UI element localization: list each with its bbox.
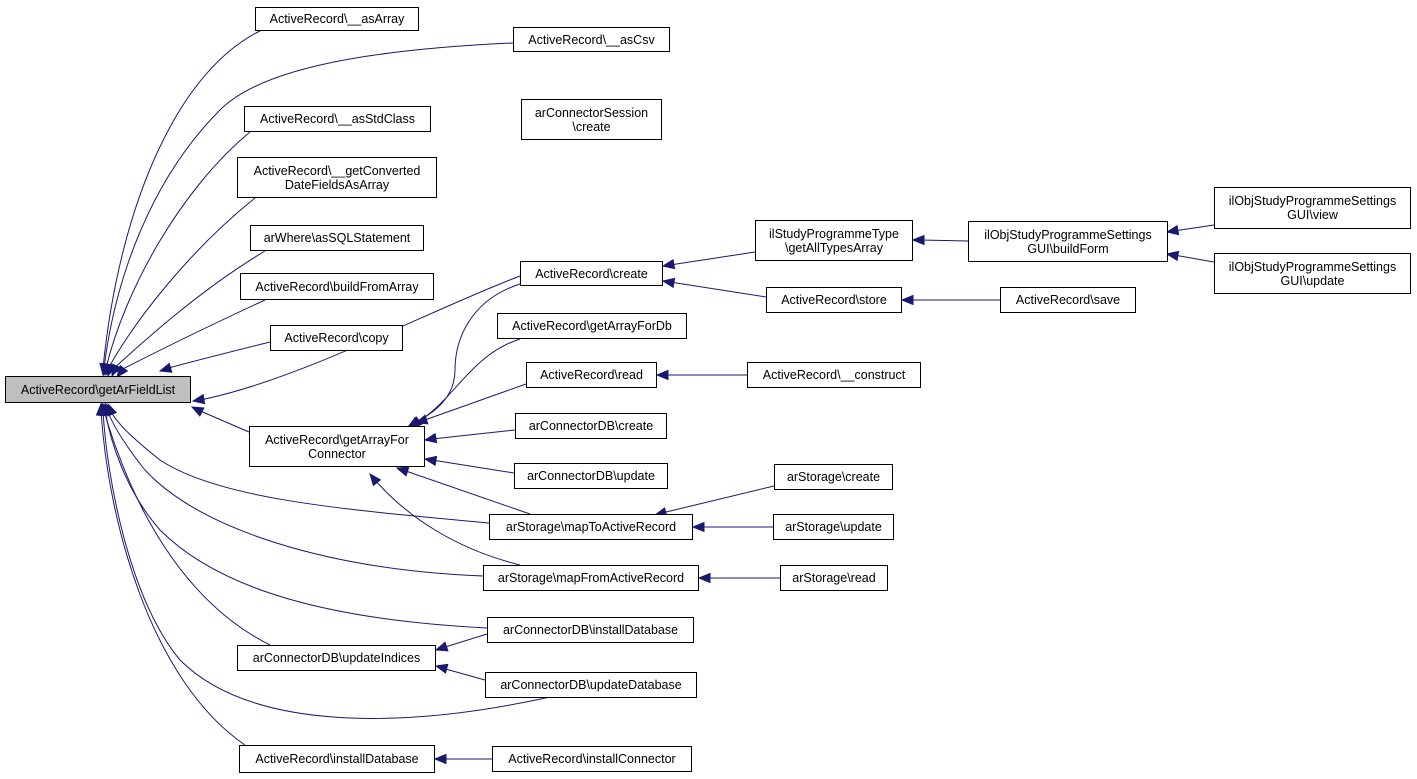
edge-installdatabase-to-root-arrowhead <box>95 402 107 416</box>
node-activerecord-getarrayfordb[interactable]: ActiveRecord\getArrayForDb <box>497 313 687 339</box>
node-activerecord-create[interactable]: ActiveRecord\create <box>520 261 663 286</box>
edge-maptoactiverecord-to-root <box>109 409 490 524</box>
edge-mapfromactiverecord-to-getarrayconnector-arrowhead <box>369 472 382 487</box>
node-activerecord-getconverteddatefieldsasarray[interactable]: ActiveRecord\__getConverted DateFieldsAs… <box>237 157 437 198</box>
node-activerecord-save[interactable]: ActiveRecord\save <box>1000 287 1136 313</box>
edge-arwhere-to-root-arrowhead <box>111 363 122 378</box>
edge-updatedatabase-to-root <box>102 410 551 719</box>
node-arstorage-maptoactiverecord[interactable]: arStorage\mapToActiveRecord <box>489 514 693 540</box>
edge-store-to-create <box>669 281 767 298</box>
node-arstorage-create[interactable]: arStorage\create <box>774 464 893 490</box>
node-activerecord-ascsv[interactable]: ActiveRecord\__asCsv <box>513 27 670 52</box>
edge-studytype-to-create <box>669 251 756 266</box>
edge-updateindices-to-updatedb <box>441 667 486 681</box>
node-arconnectordb-update[interactable]: arConnectorDB\update <box>514 463 668 489</box>
node-arconnectordb-updateindices[interactable]: arConnectorDB\updateIndices <box>237 645 436 671</box>
edge-asstdclass-to-root <box>105 131 251 369</box>
edge-dbupdate-to-getarrayconnector <box>431 459 515 474</box>
node-ilobjstudyprogrammesettingsgui-update[interactable]: ilObjStudyProgrammeSettings GUI\update <box>1214 253 1411 294</box>
edge-buildfromarray-to-root-arrowhead <box>116 364 129 379</box>
edge-create-to-root-arrowhead <box>191 393 206 405</box>
node-arconnectordb-create[interactable]: arConnectorDB\create <box>515 413 667 439</box>
node-arstorage-update[interactable]: arStorage\update <box>773 514 894 540</box>
node-arconnectordb-updatedatabase[interactable]: arConnectorDB\updateDatabase <box>485 672 697 698</box>
edge-create-to-getarrayconnector <box>412 283 521 425</box>
node-activerecord-construct[interactable]: ActiveRecord\__construct <box>747 362 921 388</box>
node-activerecord-buildfromarray[interactable]: ActiveRecord\buildFromArray <box>240 273 434 300</box>
edge-ascsv-to-root <box>103 42 514 369</box>
node-activerecord-installdatabase[interactable]: ActiveRecord\installDatabase <box>239 745 435 773</box>
edge-updateindices-to-root <box>103 410 271 646</box>
node-activerecord-asstdclass[interactable]: ActiveRecord\__asStdClass <box>244 106 431 132</box>
edge-studytype-to-create-arrowhead <box>661 258 676 270</box>
edge-storagecreate-to-maptoactiverecord <box>661 485 775 514</box>
node-ilobjstudyprogrammesettingsgui-buildform[interactable]: ilObjStudyProgrammeSettings GUI\buildFor… <box>968 221 1168 262</box>
edge-construct-to-read-arrowhead <box>655 369 669 381</box>
edge-mapfromactiverecord-to-getarrayconnector <box>374 479 521 566</box>
edge-copy-to-root <box>164 341 271 370</box>
edge-save-to-store-arrowhead <box>900 294 914 306</box>
edge-update-to-buildform-arrowhead <box>1165 250 1180 262</box>
edge-dbcreate-to-getarrayconnector-arrowhead <box>423 432 438 444</box>
edge-view-to-buildform-arrowhead <box>1165 224 1180 236</box>
node-activerecord-copy[interactable]: ActiveRecord\copy <box>270 325 403 351</box>
node-activerecord-store[interactable]: ActiveRecord\store <box>766 287 902 313</box>
node-arwhere-assqlstatement[interactable]: arWhere\asSQLStatement <box>250 225 424 251</box>
edge-update-to-buildform <box>1173 254 1215 263</box>
edge-arwhere-to-root <box>111 250 266 371</box>
edge-dbcreate-to-getarrayconnector <box>431 429 516 440</box>
edge-getarraydb-to-getarrayconnector <box>414 338 521 425</box>
edge-updateindices-to-updatedb-arrowhead <box>434 663 449 674</box>
edge-buildform-to-studytype-arrowhead <box>911 234 925 246</box>
edge-buildform-to-studytype <box>919 239 969 242</box>
edge-getconverted-to-root <box>107 197 256 370</box>
node-arstorage-read[interactable]: arStorage\read <box>780 565 888 591</box>
node-activerecord-read[interactable]: ActiveRecord\read <box>526 362 657 388</box>
edge-arconnectordb-installdb-to-root <box>104 409 488 629</box>
edge-storageupdate-to-maptoactiverecord-arrowhead <box>691 521 705 533</box>
node-ilstudyprogrammetype-getalltypesarray[interactable]: ilStudyProgrammeType \getAllTypesArray <box>755 220 913 261</box>
node-activerecord-installconnector[interactable]: ActiveRecord\installConnector <box>492 746 692 772</box>
edge-getarrayforconnector-to-root <box>197 409 250 433</box>
edge-installdatabase-to-root <box>100 410 246 746</box>
edge-installconnector-to-installdatabase-arrowhead <box>433 753 447 765</box>
edge-read-to-getarrayconnector <box>421 383 527 422</box>
node-activerecord-getarrayforconnector[interactable]: ActiveRecord\getArrayFor Connector <box>249 426 425 467</box>
edge-store-to-create-arrowhead <box>661 277 676 289</box>
edge-asarray-to-root <box>102 30 261 369</box>
edge-getarrayforconnector-to-root-arrowhead <box>190 406 205 417</box>
node-activerecord-asarray[interactable]: ActiveRecord\__asArray <box>255 7 419 31</box>
edge-buildfromarray-to-root <box>116 299 266 373</box>
edge-maptoactiverecord-to-getarrayconnector <box>402 469 531 515</box>
node-activerecord-getarfieldlist: ActiveRecord\getArFieldList <box>5 376 191 403</box>
edge-read-to-getarrayconnector-arrowhead <box>414 414 429 425</box>
edge-updateindices-to-installdb-arrowhead <box>434 641 449 652</box>
edge-storageread-to-mapfromactiverecord-arrowhead <box>697 572 711 584</box>
node-ilobjstudyprogrammesettingsgui-view[interactable]: ilObjStudyProgrammeSettings GUI\view <box>1214 187 1411 229</box>
node-arstorage-mapfromactiverecord[interactable]: arStorage\mapFromActiveRecord <box>483 565 699 591</box>
node-arconnectorsession-create[interactable]: arConnectorSession \create <box>521 99 662 140</box>
edge-copy-to-root-arrowhead <box>158 362 173 373</box>
edge-mapfromactiverecord-to-root <box>106 409 484 577</box>
edge-dbupdate-to-getarrayconnector-arrowhead <box>423 455 438 467</box>
edge-view-to-buildform <box>1173 224 1215 232</box>
edge-updateindices-to-installdb <box>441 633 488 649</box>
edge-maptoactiverecord-to-getarrayconnector-arrowhead <box>395 466 410 477</box>
node-arconnectordb-installdatabase[interactable]: arConnectorDB\installDatabase <box>487 617 694 643</box>
